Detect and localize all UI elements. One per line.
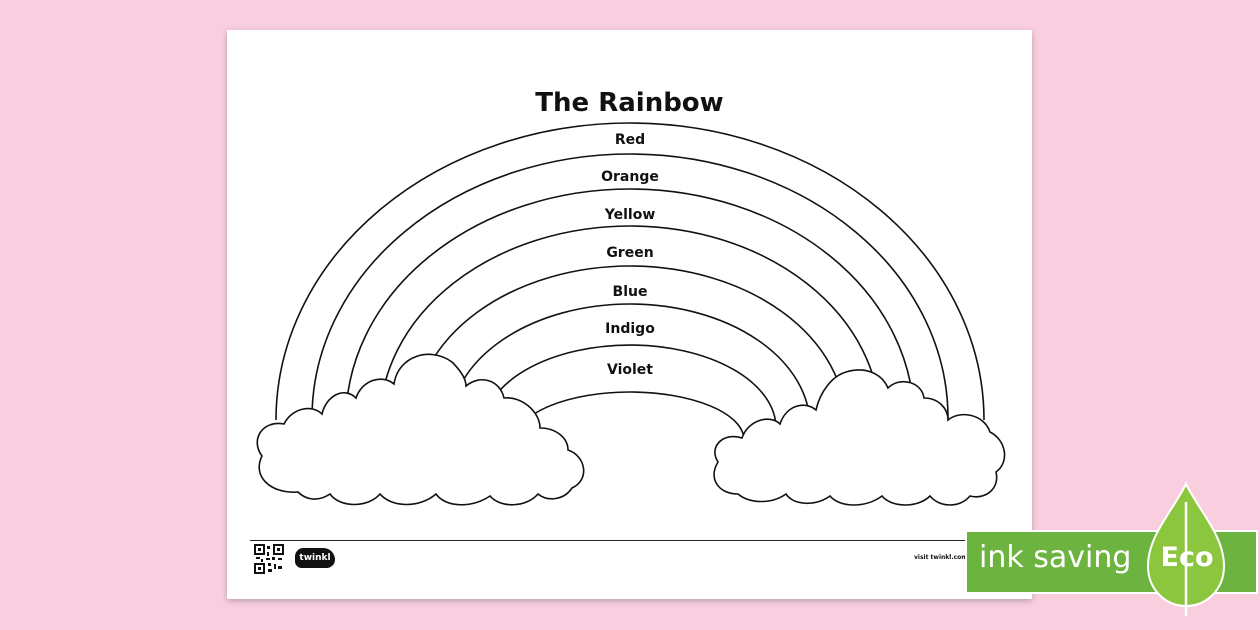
band-label-red: Red (615, 132, 645, 148)
eco-label: Eco (1160, 542, 1214, 573)
visit-website-text: visit twinkl.com (914, 554, 968, 561)
twinkl-logo: twinkl (295, 548, 335, 568)
cloud-right (713, 369, 1006, 506)
worksheet-title: The Rainbow (535, 88, 724, 118)
rainbow-arc-6 (449, 303, 811, 427)
footer-divider (250, 540, 1010, 541)
ink-saving-label: ink saving (979, 540, 1132, 575)
band-labels: Red Orange Yellow Green Blue Indigo Viol… (601, 132, 659, 378)
band-label-violet: Violet (607, 362, 653, 378)
cloud-left (256, 353, 585, 506)
band-label-blue: Blue (613, 284, 648, 300)
eco-drop-icon (1146, 482, 1226, 616)
rainbow-arc-5 (413, 265, 847, 425)
clouds (256, 353, 1006, 506)
band-label-green: Green (606, 245, 653, 261)
rainbow-arc-3 (345, 188, 915, 421)
rainbow-arc-4 (379, 225, 881, 423)
band-label-indigo: Indigo (605, 321, 655, 337)
rainbow-arcs (275, 122, 985, 441)
band-label-yellow: Yellow (604, 207, 656, 223)
rainbow-arc-2 (311, 153, 949, 419)
rainbow-arc-1 (275, 122, 985, 421)
band-label-orange: Orange (601, 169, 659, 185)
qr-code-icon (254, 544, 284, 574)
